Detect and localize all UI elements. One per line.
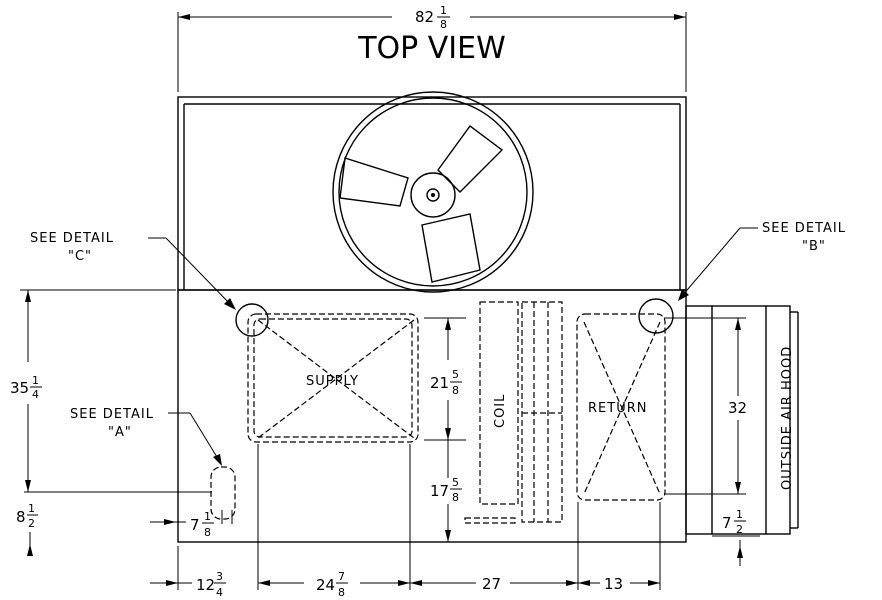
outside-air-hood: OUTSIDE AIR HOOD [685, 305, 799, 535]
supply-offset-bottom-den: 8 [452, 491, 459, 504]
drain-width-den: 8 [204, 526, 211, 539]
detail-b-line1: SEE DETAIL [762, 221, 846, 236]
fan-blade-left [339, 157, 409, 207]
drain-offset-num: 1 [28, 502, 35, 515]
supply-height-dimension: 21 5 8 [424, 317, 466, 441]
fan-assembly [332, 91, 534, 293]
callout-detail-b: SEE DETAIL "B" [678, 221, 846, 301]
detail-a-line1: SEE DETAIL [70, 407, 154, 422]
unit-body [177, 289, 687, 543]
supply-height-whole: 21 [430, 374, 449, 392]
detail-b-line2: "B" [802, 239, 826, 254]
detail-c-line1: SEE DETAIL [30, 231, 114, 246]
callout-detail-c: SEE DETAIL "C" [30, 231, 236, 310]
supply-height-num: 5 [452, 368, 459, 381]
hood-offset-dimension: 7 1 2 [712, 508, 760, 566]
overall-width-num: 1 [440, 4, 447, 17]
outside-air-hood-label: OUTSIDE AIR HOOD [780, 346, 795, 490]
detail-c-line2: "C" [68, 249, 92, 264]
hood-offset-whole: 7 [722, 514, 732, 532]
hood-offset-num: 1 [736, 508, 743, 521]
return-width-value: 13 [604, 575, 623, 593]
supply-offset-left-whole: 12 [196, 576, 215, 594]
drain-offset-dimension: 8 1 2 [16, 502, 38, 556]
supply-height-den: 8 [452, 384, 459, 397]
drain-width-num: 1 [204, 510, 211, 523]
supply-offset-bottom-num: 5 [452, 476, 459, 489]
supply-offset-bottom-whole: 17 [430, 482, 449, 500]
detail-a-line2: "A" [108, 425, 132, 440]
hood-offset-den: 2 [736, 523, 743, 536]
supply-offset-left-den: 4 [216, 586, 223, 599]
coil: COIL [464, 301, 563, 524]
detail-b-circle [638, 298, 674, 334]
fan-blade-bottom [421, 213, 481, 283]
return-height-dimension: 32 [664, 317, 747, 495]
depth-den: 4 [32, 388, 39, 401]
overall-width-whole: 82 [415, 8, 434, 26]
return-label: RETURN [588, 401, 647, 416]
drain-offset-whole: 8 [16, 508, 26, 526]
coil-label: COIL [493, 394, 508, 428]
supply-offset-left-num: 3 [216, 570, 223, 583]
depth-num: 1 [32, 374, 39, 387]
supply-width-whole: 24 [316, 576, 335, 594]
supply-offset-bottom-dimension: 17 5 8 [430, 440, 462, 542]
supply-opening: SUPPLY [247, 313, 419, 443]
fan-blade-upper-right [437, 125, 504, 193]
callout-detail-a: SEE DETAIL "A" [70, 407, 222, 466]
condenser-section [177, 96, 687, 291]
drain-outline [210, 466, 236, 520]
overall-width-den: 8 [440, 18, 447, 31]
supply-label: SUPPLY [306, 374, 359, 389]
depth-whole: 35 [10, 379, 29, 397]
drain-offset-den: 2 [28, 517, 35, 530]
return-height-value: 32 [728, 399, 747, 417]
overall-width-dimension: 82 1 8 [177, 4, 687, 92]
gap-supply-return-value: 27 [482, 575, 501, 593]
detail-c-circle [235, 303, 269, 337]
return-opening: RETURN [576, 313, 666, 501]
drawing-title: TOP VIEW [357, 31, 506, 66]
drain-width-whole: 7 [190, 516, 200, 534]
drain-width-dimension: 7 1 8 [150, 510, 233, 539]
depth-dimension: 35 1 4 [10, 289, 176, 492]
supply-width-num: 7 [338, 570, 345, 583]
supply-width-den: 8 [338, 586, 345, 599]
bottom-dimension-chain: 12 3 4 24 7 8 27 13 [150, 444, 661, 599]
